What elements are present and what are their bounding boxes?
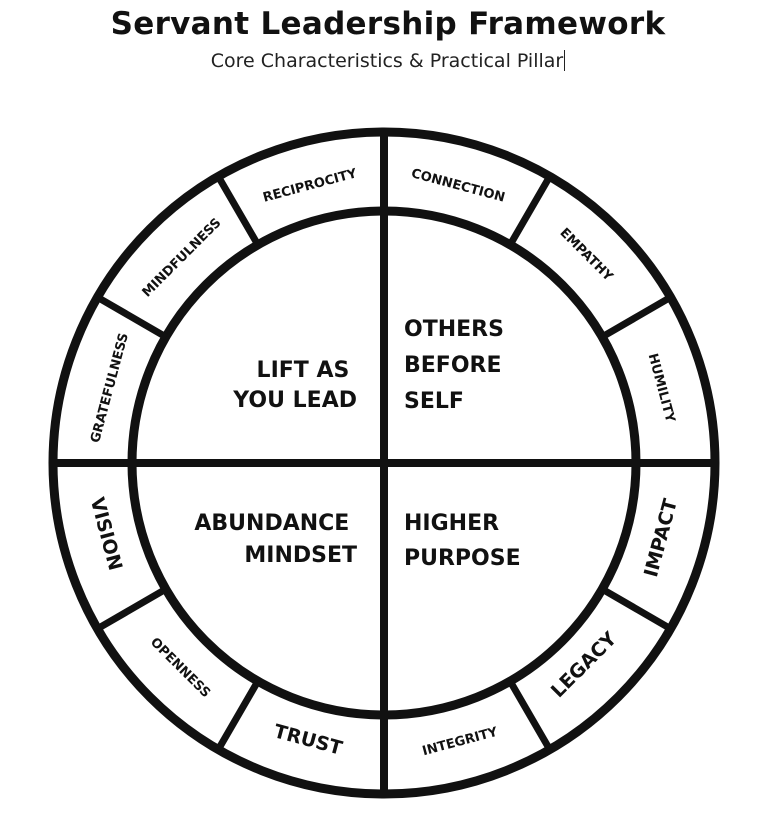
divider-mindfulness-gratefulness (95, 293, 168, 341)
segment-trust: TRUST (272, 720, 345, 759)
pillar-line: YOU LEAD (232, 388, 357, 413)
segment-humility: HUMILITY (645, 352, 678, 425)
segment-gratefulness: GRATEFULNESS (88, 331, 132, 444)
pillar-line: OTHERS (404, 317, 504, 342)
divider-trust-openness (214, 679, 262, 752)
segment-connection: CONNECTION (409, 166, 506, 205)
segment-integrity: INTEGRITY (421, 725, 500, 760)
segment-openness: OPENNESS (147, 635, 213, 701)
subtitle-text: Core Characteristics & Practical Pillar (210, 50, 564, 72)
divider-impact-legacy (600, 585, 673, 633)
segment-dividers (95, 174, 673, 752)
divider-legacy-integrity (506, 679, 554, 752)
divider-connection-empathy (506, 174, 554, 247)
pillar-line: LIFT AS (257, 358, 350, 383)
segment-impact: IMPACT (640, 497, 682, 580)
pillar-line: BEFORE (404, 353, 502, 378)
pillar-lift-as-you-lead: LIFT AS YOU LEAD (232, 358, 357, 413)
segment-reciprocity: RECIPROCITY (261, 166, 359, 206)
pillar-line: SELF (404, 389, 464, 414)
text-cursor (564, 50, 566, 71)
pillar-line: ABUNDANCE (194, 511, 349, 536)
divider-openness-vision (95, 585, 168, 633)
page-subtitle: Core Characteristics & Practical Pillar (0, 50, 776, 72)
divider-reciprocity-mindfulness (214, 174, 262, 247)
pillar-higher-purpose: HIGHER PURPOSE (404, 511, 521, 571)
divider-empathy-humility (600, 293, 673, 341)
page-title: Servant Leadership Framework (110, 6, 666, 42)
pillar-line: MINDSET (244, 543, 357, 568)
segment-vision: VISION (86, 495, 127, 573)
pillar-line: PURPOSE (404, 546, 521, 571)
pillar-others-before-self: OTHERS BEFORE SELF (404, 317, 512, 414)
pillar-abundance-mindset: ABUNDANCE MINDSET (194, 511, 357, 568)
pillar-line: HIGHER (404, 511, 499, 536)
segment-empathy: EMPATHY (557, 226, 616, 285)
segment-legacy: LEGACY (547, 628, 621, 702)
